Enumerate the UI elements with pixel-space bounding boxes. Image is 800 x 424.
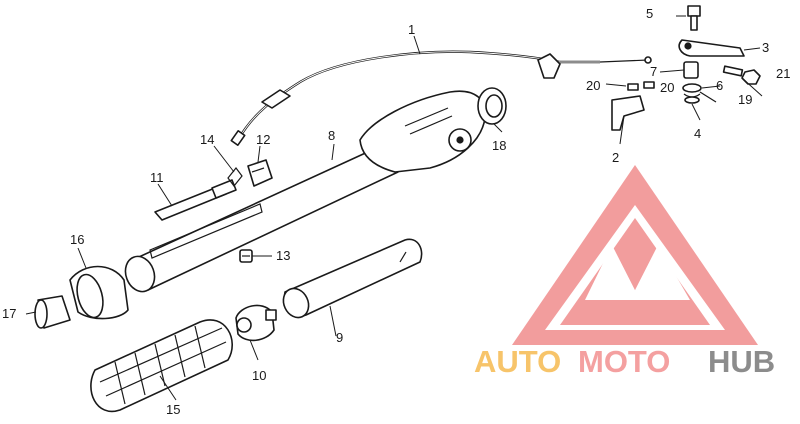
callout-15: 15 (166, 402, 180, 417)
nut-21 (741, 69, 761, 85)
hand-grip (90, 319, 233, 413)
callout-16: 16 (70, 232, 84, 247)
watermark-text: AUTO MOTO HUB (474, 344, 775, 379)
lever-3 (678, 39, 745, 57)
callout-20-right: 20 (660, 80, 674, 95)
callout-17: 17 (2, 306, 16, 321)
callout-7: 7 (650, 64, 657, 79)
collar-7 (683, 61, 699, 79)
callout-12: 12 (256, 132, 270, 147)
callout-10: 10 (252, 368, 266, 383)
screws-20 (627, 81, 655, 91)
spring-assembly (682, 83, 717, 104)
screw-13 (239, 249, 253, 263)
leader-lines (25, 15, 763, 401)
screw-19 (722, 65, 744, 77)
cable-adjuster (537, 53, 561, 79)
callout-9: 9 (336, 330, 343, 345)
watermark-logo (512, 165, 758, 345)
bolt-5 (687, 5, 701, 31)
callout-5: 5 (646, 6, 653, 21)
cable-boot (261, 89, 291, 109)
callout-3: 3 (762, 40, 769, 55)
plug-17 (34, 295, 71, 329)
bar-end-weight (235, 304, 277, 342)
holder-12 (247, 159, 273, 187)
collar (477, 87, 507, 125)
throttle-sleeve (282, 238, 423, 319)
throttle-cable (230, 50, 652, 147)
watermark-word-moto: MOTO (578, 344, 670, 379)
end-cap-16 (69, 265, 129, 320)
callout-19: 19 (738, 92, 752, 107)
bracket-2 (611, 95, 645, 131)
throttle-tube (124, 90, 487, 293)
callout-8: 8 (328, 128, 335, 143)
callout-1: 1 (408, 22, 415, 37)
callout-4: 4 (694, 126, 701, 141)
callout-14: 14 (200, 132, 214, 147)
callout-11: 11 (150, 170, 164, 185)
callout-13: 13 (276, 248, 290, 263)
callout-18: 18 (492, 138, 506, 153)
callout-20-left: 20 (586, 78, 600, 93)
callouts: 1 2 3 4 5 6 7 8 9 10 11 12 13 14 15 16 1… (2, 6, 790, 417)
callout-6: 6 (716, 78, 723, 93)
watermark-word-hub: HUB (708, 344, 775, 379)
callout-2: 2 (612, 150, 619, 165)
callout-21: 21 (776, 66, 790, 81)
watermark-word-auto: AUTO (474, 344, 561, 379)
